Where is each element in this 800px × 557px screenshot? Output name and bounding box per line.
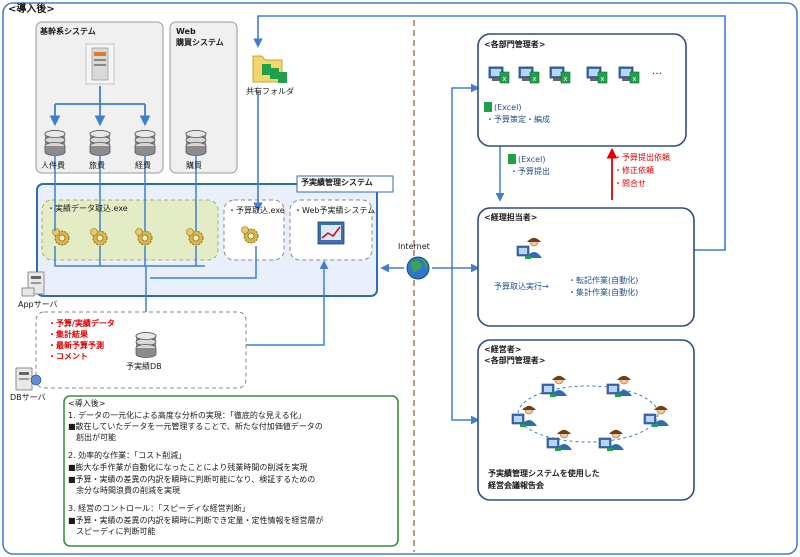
notes-line: ■散在していたデータを一元管理することで、新たな付加価値データの: [68, 422, 323, 431]
frame-title: <導入後>: [8, 4, 55, 15]
notes-line: 3. 経営のコントロール：「スピーディな経営判断」: [68, 504, 250, 513]
app-server-icon: [21, 271, 45, 297]
app-server-label: Appサーバ: [18, 300, 58, 309]
db-personnel-label: 人件費: [41, 161, 65, 170]
core-system-title: 基幹系システム: [40, 27, 96, 36]
db-content-item: ・集計結果: [48, 330, 88, 339]
flow-up-excel: (Excel): [518, 155, 546, 164]
management-title-2: <各部門管理者>: [484, 356, 546, 365]
db-travel-label: 旅費: [89, 161, 105, 170]
db-purchase-icon: [185, 130, 207, 156]
db-personnel-icon: [44, 130, 66, 156]
accounting-exec: 予算取込実行→: [494, 282, 549, 291]
db-content-item: ・最新予算予測: [48, 341, 104, 350]
web-purchase-title-2: 購買システム: [176, 38, 224, 47]
dept-task-label: ・予算策定・編成: [486, 115, 550, 124]
web-purchase-title-1: Web: [176, 27, 196, 36]
flow-down-item: ・予算提出依頼: [614, 153, 670, 162]
flow-down-item: ・問合せ: [614, 179, 646, 188]
notes-line: 創出が可能: [68, 433, 116, 442]
notes-line: ■膨大な手作業が自動化になったことにより残業時間の削減を実現: [68, 463, 308, 472]
budget-db-icon: [135, 332, 157, 358]
db-server-icon: [15, 367, 42, 391]
management-box: [477, 339, 695, 501]
db-expense-icon: [134, 130, 156, 156]
dept-managers-box: [477, 33, 687, 147]
db-travel-icon: [89, 130, 111, 156]
accounting-box: [477, 207, 695, 327]
management-caption-2: 経営会議報告会: [488, 481, 544, 490]
db-content-item: ・予算/実績データ: [48, 319, 115, 328]
notes-line: ■予算・実績の差異の内訳を瞬時に判断可能になり、検証するための: [68, 475, 316, 484]
db-content-item: ・コメント: [48, 352, 88, 361]
dept-managers-title: <各部門管理者>: [484, 40, 546, 49]
notes-line: 1. データの一元化による高度な分析の実現：「徹底的な見える化」: [68, 411, 306, 420]
notes-line: 2. 効率的な作業：「コスト削減」: [68, 451, 187, 460]
import-exe-label: ・予算取込.exe: [228, 206, 285, 215]
management-title-1: <経営者>: [484, 345, 522, 354]
accounting-task: ・集計作業(自動化): [568, 288, 639, 297]
excel-icon: [484, 102, 492, 112]
shared-folder-icon: [252, 55, 287, 83]
dept-managers-ellipsis: …: [652, 66, 662, 77]
excel-icon: [508, 154, 516, 164]
accounting-task: ・転記作業(自動化): [568, 276, 639, 285]
db-expense-label: 経費: [135, 161, 151, 170]
core-server-icon: [85, 43, 115, 85]
notes-box: [63, 395, 399, 547]
dept-excel-label: (Excel): [494, 103, 522, 112]
internet-globe-icon: [406, 256, 430, 280]
web-chart-icon: [317, 221, 345, 245]
db-purchase-label: 購買: [186, 161, 202, 170]
budget-system-title-box: [296, 175, 394, 193]
notes-line: 余分な時間浪費の削減を実現: [68, 486, 180, 495]
web-system-label: ・Web予実績システム: [294, 206, 376, 215]
notes-line: ■予算・実績の差異の内訳を瞬時に判断でき定量・定性情報を経営層が: [68, 516, 324, 525]
notes-line: スピーディに判断可能: [68, 527, 156, 536]
meeting-ellipse: [517, 385, 659, 443]
accounting-title: <経理担当者>: [484, 213, 538, 222]
internet-label: Internet: [398, 242, 430, 251]
budget-system-title: 予実績管理システム: [301, 178, 373, 187]
db-server-label: DBサーバ: [10, 393, 46, 402]
budget-db-label: 予実績DB: [126, 362, 162, 371]
flow-down-item: ・修正依頼: [614, 166, 654, 175]
extract-exe-box: [41, 199, 219, 261]
notes-heading: <導入後>: [68, 399, 106, 408]
extract-exe-label: ・実績データ取込.exe: [47, 204, 128, 213]
flow-up-task: ・予算提出: [510, 167, 550, 176]
shared-folder-label: 共有フォルダ: [246, 87, 294, 96]
management-caption-1: 予実績管理システムを使用した: [488, 469, 600, 478]
